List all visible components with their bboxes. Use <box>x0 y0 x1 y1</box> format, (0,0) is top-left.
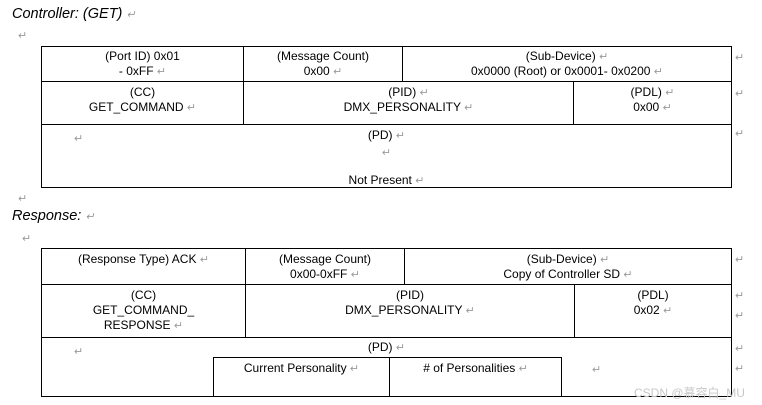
controller-pd-cell: ↵ (PD) ↵ ↵ Not Present ↵ <box>41 124 732 188</box>
row-end-mark: ↵ <box>735 343 745 355</box>
cell-end-mark: ↵ <box>349 363 360 375</box>
message-count-value: 0x00-0xFF <box>290 267 348 281</box>
cell-end-mark: ↵ <box>395 130 406 142</box>
response-sub-device-cell: (Sub-Device) ↵ Copy of Controller SD ↵ <box>404 248 732 285</box>
cell-end-mark: ↵ <box>333 66 343 78</box>
paragraph-mark: ↵ <box>22 233 32 245</box>
cell-end-mark: ↵ <box>415 175 425 187</box>
response-pid-cell: (PID) DMX_PERSONALITY ↵ <box>245 284 575 338</box>
pdl-label: (PDL) <box>630 85 662 99</box>
cell-end-mark: ↵ <box>419 87 429 99</box>
message-count-value: 0x00 <box>303 64 330 78</box>
pid-label: (PID) <box>388 85 417 99</box>
pd-label: (PD) <box>367 128 393 142</box>
controller-sub-device-cell: (Sub-Device) ↵ 0x0000 (Root) or 0x0001- … <box>402 46 732 82</box>
cc-value: GET_COMMAND <box>88 100 184 114</box>
cell-end-mark: ↵ <box>663 305 673 317</box>
cell-end-mark: ↵ <box>350 269 360 281</box>
row-end-mark: ↵ <box>735 290 745 302</box>
response-heading-text: Response: <box>12 208 82 224</box>
message-count-label: (Message Count) <box>276 49 370 63</box>
cell-end-mark: ↵ <box>156 66 167 78</box>
response-pdl-cell: (PDL) 0x02 ↵ <box>574 284 732 338</box>
cell-end-mark: ↵ <box>465 305 475 317</box>
row-end-mark: ↵ <box>735 52 745 64</box>
row-end-mark: ↵ <box>735 128 745 140</box>
cell-end-mark: ↵ <box>199 254 210 266</box>
cell-end-mark: ↵ <box>599 51 609 63</box>
pid-value: DMX_PERSONALITY <box>345 303 463 317</box>
pid-label: (PID) <box>396 288 424 302</box>
sub-device-value: Copy of Controller SD <box>503 267 621 281</box>
pd-field-current-personality: Current Personality ↵ <box>213 357 390 397</box>
cc-value-line1: GET_COMMAND_ <box>92 303 195 317</box>
cell-end-mark: ↵ <box>665 87 675 99</box>
cell-end-mark: ↵ <box>186 102 197 114</box>
pid-value: DMX_PERSONALITY <box>343 100 461 114</box>
response-message-count-cell: (Message Count) 0x00-0xFF ↵ <box>245 248 405 285</box>
cc-value-line2: RESPONSE <box>103 318 171 332</box>
response-cc-cell: (CC) GET_COMMAND_ RESPONSE ↵ <box>41 284 246 338</box>
pd-field-label: # of Personalities <box>423 361 516 375</box>
controller-pid-cell: (PID) ↵ DMX_PERSONALITY ↵ <box>243 81 574 125</box>
cell-end-mark: ↵ <box>395 342 406 354</box>
pd-value: Not Present <box>348 173 412 187</box>
cell-end-mark: ↵ <box>662 102 672 114</box>
response-heading: Response: ↵ <box>12 208 95 224</box>
pdl-label: (PDL) <box>637 288 669 302</box>
response-type-cell: (Response Type) ACK ↵ <box>41 248 246 285</box>
cell-end-mark: ↵ <box>592 364 602 376</box>
pdl-value: 0x00 <box>633 100 660 114</box>
cell-end-mark: ↵ <box>600 254 610 266</box>
cell-end-mark: ↵ <box>623 269 633 281</box>
row-end-mark: ↵ <box>735 363 745 375</box>
port-id-range: - 0xFF <box>118 64 154 78</box>
paragraph-mark: ↵ <box>381 147 392 159</box>
cell-start-mark: ↵ <box>74 346 84 358</box>
cell-end-mark: ↵ <box>518 363 528 375</box>
row-end-mark: ↵ <box>735 310 745 322</box>
pdl-value: 0x02 <box>633 303 660 317</box>
sub-device-value: 0x0000 (Root) or 0x0001- 0x0200 <box>470 64 651 78</box>
pd-field-label: Current Personality <box>243 361 347 375</box>
message-count-label: (Message Count) <box>278 252 372 266</box>
sub-device-label: (Sub-Device) <box>525 49 596 63</box>
response-pd-cell: ↵ (PD) ↵ Current Personality ↵ # of Pers… <box>41 337 732 397</box>
paragraph-mark: ↵ <box>85 211 95 223</box>
controller-port-id-cell: (Port ID) 0x01 - 0xFF ↵ <box>41 46 244 82</box>
pd-field-personality-count: # of Personalities ↵ <box>389 357 562 397</box>
sub-device-label: (Sub-Device) <box>526 252 597 266</box>
cc-label: (CC) <box>130 288 157 302</box>
controller-message-count-cell: (Message Count) 0x00 ↵ <box>243 46 403 82</box>
port-id-label: (Port ID) 0x01 <box>105 49 180 63</box>
controller-heading: Controller: (GET) ↵ <box>12 6 136 22</box>
controller-heading-text: Controller: (GET) <box>12 6 123 22</box>
pd-label: (PD) <box>367 340 393 354</box>
row-end-mark: ↵ <box>735 88 745 100</box>
cell-start-mark: ↵ <box>74 133 84 145</box>
cell-end-mark: ↵ <box>653 66 663 78</box>
cell-end-mark: ↵ <box>173 320 184 332</box>
paragraph-mark: ↵ <box>18 30 28 42</box>
watermark: CSDN @慕容白_MU <box>634 386 745 400</box>
paragraph-mark: ↵ <box>126 9 136 21</box>
row-end-mark: ↵ <box>735 254 745 266</box>
controller-pdl-cell: (PDL) ↵ 0x00 ↵ <box>573 81 732 125</box>
response-type-label: (Response Type) ACK <box>77 252 197 266</box>
cell-end-mark: ↵ <box>464 102 474 114</box>
controller-cc-cell: (CC) GET_COMMAND ↵ <box>41 81 244 125</box>
paragraph-mark: ↵ <box>18 193 28 205</box>
cc-label: (CC) <box>129 85 156 99</box>
